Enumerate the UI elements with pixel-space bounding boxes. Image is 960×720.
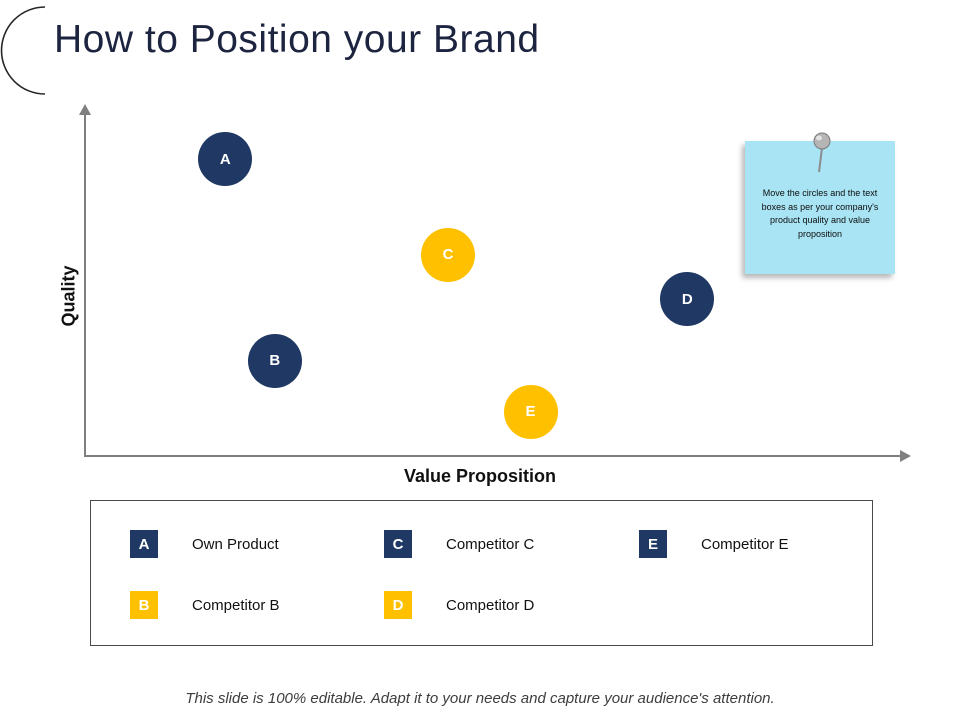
x-axis-label: Value Proposition	[403, 466, 557, 486]
bubble-C[interactable]: C	[421, 227, 475, 282]
legend-label: Competitor D	[446, 596, 535, 614]
y-axis-arrow-icon	[79, 104, 91, 115]
legend-key-E: E	[639, 530, 667, 558]
legend-item-A[interactable]: A Own Product	[130, 530, 279, 558]
x-axis-line	[84, 455, 902, 457]
decorative-arc	[0, 6, 46, 95]
legend-item-B[interactable]: B Competitor B	[130, 591, 280, 619]
bubble-A[interactable]: A	[198, 132, 253, 187]
legend-item-D[interactable]: D Competitor D	[384, 591, 534, 619]
y-axis-label: Quality	[58, 265, 79, 327]
legend-label: Competitor B	[192, 596, 280, 614]
footer-text: This slide is 100% editable. Adapt it to…	[185, 690, 775, 707]
y-axis-line	[84, 114, 86, 456]
legend-key-D: D	[384, 591, 412, 619]
bubble-D[interactable]: D	[660, 272, 715, 327]
bubble-E[interactable]: E	[503, 384, 558, 439]
legend-label: Own Product	[192, 535, 279, 553]
sticky-note-text: Move the circles and the text boxes as p…	[761, 188, 879, 239]
bubble-B[interactable]: B	[247, 333, 302, 388]
x-axis-arrow-icon	[900, 450, 911, 462]
legend-box: A Own Product C Competitor C E Competitor E B C…	[90, 500, 873, 646]
legend-label: Competitor C	[446, 535, 535, 553]
legend-key-C: C	[384, 530, 412, 558]
legend-label: Competitor E	[701, 535, 789, 553]
pushpin-icon	[813, 132, 831, 173]
legend-key-B: B	[130, 591, 158, 619]
page-title: How to Position your Brand	[54, 18, 540, 61]
legend-item-C[interactable]: C Competitor C	[384, 530, 534, 558]
legend-key-A: A	[130, 530, 158, 558]
legend-item-E[interactable]: E Competitor E	[639, 530, 789, 558]
